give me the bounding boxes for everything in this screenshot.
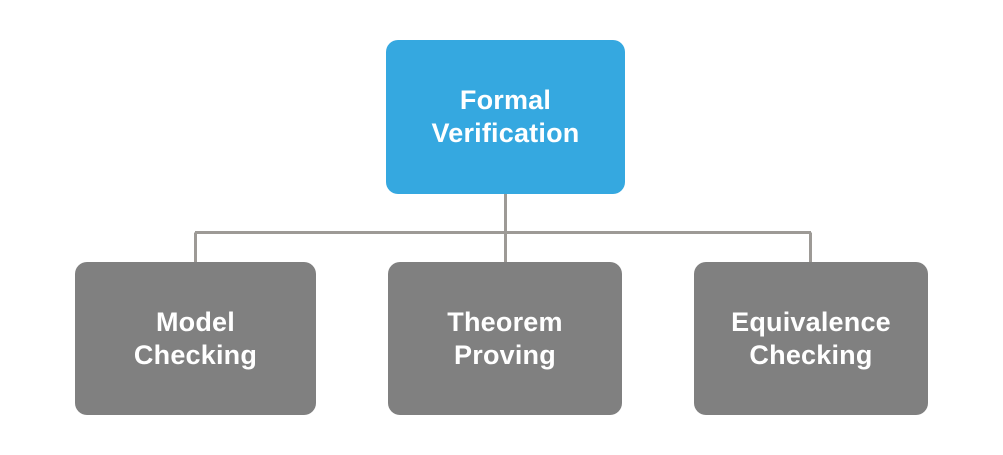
node-equivalence-checking[interactable]: Equivalence Checking <box>694 262 928 415</box>
node-model-checking-label: Model Checking <box>133 306 258 370</box>
node-equivalence-checking-label: Equivalence Checking <box>731 306 891 370</box>
node-formal-verification-label: Formal Verification <box>431 85 580 148</box>
node-formal-verification[interactable]: Formal Verification <box>386 40 625 194</box>
node-theorem-proving-label: Theorem Proving <box>447 306 563 370</box>
node-model-checking[interactable]: Model Checking <box>75 262 316 415</box>
node-theorem-proving[interactable]: Theorem Proving <box>388 262 622 415</box>
